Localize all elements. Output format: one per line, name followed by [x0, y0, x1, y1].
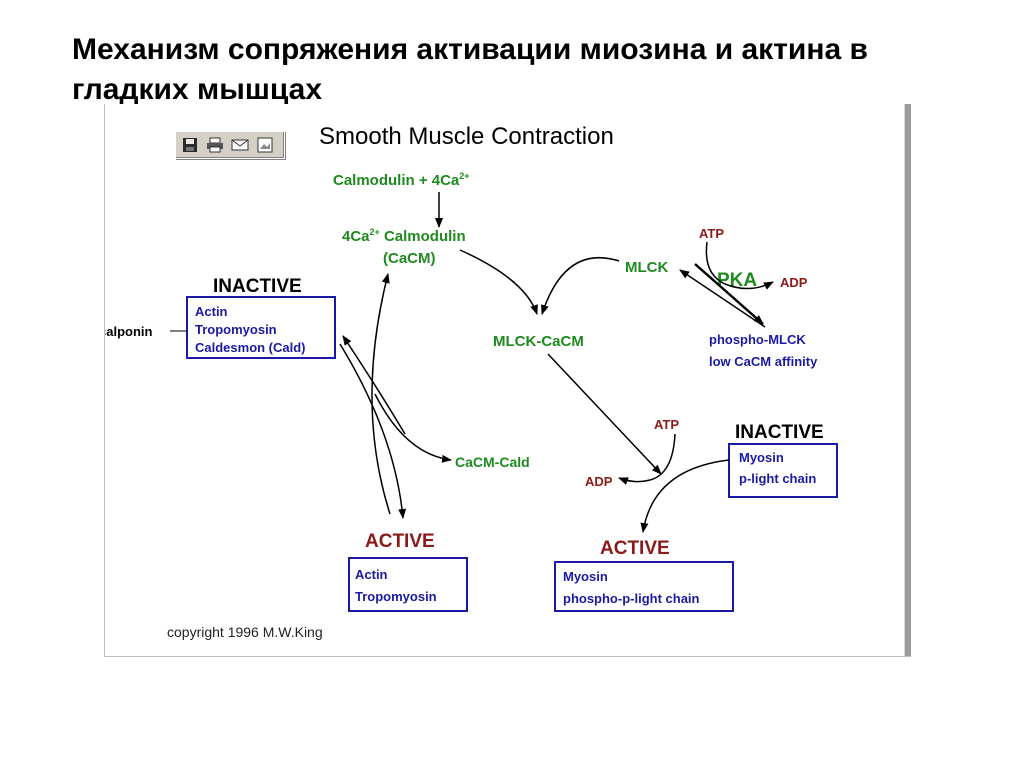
active-actin-heading: ACTIVE [365, 531, 435, 552]
phospho-mlck-line-1: phospho-MLCK [709, 332, 806, 347]
copyright-text: copyright 1996 M.W.King [167, 624, 323, 640]
inactive-actin-heading: INACTIVE [213, 276, 302, 297]
active-actin-line-2: Tropomyosin [355, 589, 437, 604]
print-icon[interactable] [205, 137, 224, 154]
save-icon[interactable] [180, 137, 199, 154]
adp-mid-label: ADP [585, 474, 613, 489]
calmodulin-ca-label: Calmodulin + 4Ca2+ [333, 171, 470, 189]
slide-title-line-1: Механизм сопряжения активации миозина и … [72, 33, 868, 66]
ca-calmodulin-label: 4Ca2+ Calmodulin [342, 227, 466, 245]
active-myosin-line-2: phospho-p-light chain [563, 591, 700, 606]
diagram-title: Smooth Muscle Contraction [319, 123, 614, 150]
arrow-back-to-inactive-actin [342, 335, 406, 435]
calponin-label: calponin [105, 324, 153, 339]
arrow-inactive-to-active-myosin [640, 459, 730, 533]
arrow-mlck-cacm-to-myosin [547, 353, 662, 475]
mlck-label: MLCK [625, 259, 668, 276]
active-myosin-heading: ACTIVE [600, 538, 670, 559]
active-actin-box [348, 557, 468, 612]
arrow-to-cacm-cald [374, 393, 452, 463]
arrow-cacm-to-mlck-cacm [459, 249, 538, 315]
inactive-myosin-line-1: Myosin [739, 450, 784, 465]
inactive-myosin-heading: INACTIVE [735, 422, 824, 443]
inactive-box-line-2: Tropomyosin [195, 322, 277, 337]
phospho-mlck-line-2: low CaCM affinity [709, 354, 818, 369]
atp-mid-label: ATP [654, 417, 679, 432]
diagram-figure: Smooth Muscle Contraction Calmodulin + 4… [104, 104, 911, 657]
slide-title-line-2: гладких мышцах [72, 73, 323, 106]
arrow-inactive-to-active-actin [339, 343, 407, 519]
active-myosin-box [554, 561, 734, 612]
image-icon[interactable] [255, 137, 274, 154]
cacm-label: (CaCM) [383, 250, 436, 267]
pathway-diagram: Smooth Muscle Contraction Calmodulin + 4… [105, 123, 838, 612]
cacm-cald-label: CaCM-Cald [455, 454, 530, 470]
inactive-box-line-1: Actin [195, 304, 228, 319]
mlck-cacm-label: MLCK-CaCM [493, 333, 584, 350]
figure-edge [904, 104, 911, 656]
pka-label: PKA [717, 270, 757, 291]
inactive-myosin-box [728, 443, 838, 498]
mail-icon[interactable] [230, 137, 249, 154]
slide-title: Механизм сопряжения активации миозина и … [72, 30, 992, 110]
arrow-cycle-to-cacm [371, 273, 391, 515]
inactive-box-line-3: Caldesmon (Cald) [195, 340, 306, 355]
arrow-atp-to-adp-pka [705, 241, 774, 290]
active-actin-line-1: Actin [355, 567, 388, 582]
inactive-myosin-line-2: p-light chain [739, 471, 816, 486]
atp-top-label: ATP [699, 226, 724, 241]
adp-right-label: ADP [780, 275, 808, 290]
arrow-mlck-to-mlck-cacm [541, 256, 620, 315]
active-myosin-line-1: Myosin [563, 569, 608, 584]
arrow-phospho-to-mlck [679, 269, 766, 328]
arrow-atp-to-adp-mid [618, 433, 676, 485]
viewer-toolbar [175, 131, 285, 159]
arrow-mlck-to-phospho [694, 263, 764, 325]
inactive-actin-box [186, 296, 336, 359]
